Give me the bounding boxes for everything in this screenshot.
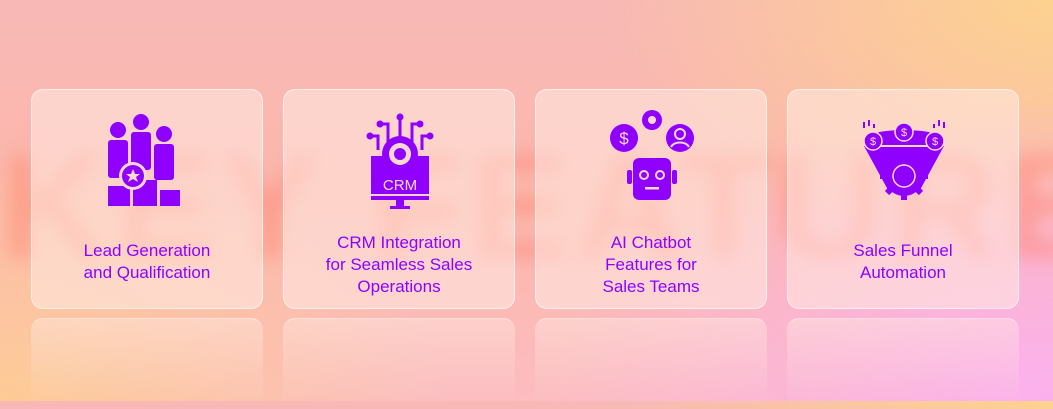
svg-text:$: $ [901, 127, 907, 139]
feature-card-ai-chatbot: $ AI Chatbot Features for Sales Teams [535, 89, 767, 309]
card-reflection [787, 318, 1019, 409]
feature-card-crm-integration: CRM CRM Integration for Seamless Sales O… [283, 89, 515, 309]
card-title-line: Sales Funnel [853, 241, 953, 260]
svg-text:$: $ [932, 136, 938, 148]
card-title-line: for Seamless Sales [325, 255, 473, 274]
card-reflection [31, 318, 263, 409]
card-title-line: AI Chatbot [610, 233, 692, 252]
crm-monitor-icon: CRM [366, 113, 434, 209]
card-reflection [283, 318, 515, 409]
svg-text:$: $ [870, 136, 876, 148]
card-title-line: Operations [357, 277, 441, 296]
card-title-line: Features for [605, 255, 697, 274]
card-title-line: Lead Generation [83, 241, 211, 260]
crm-icon-text: CRM [383, 177, 417, 194]
people-search-icon [108, 114, 180, 206]
feature-card-sales-funnel: $ $ $ Sales Funnel Automation [787, 89, 1019, 309]
sales-funnel-icon: $ $ $ [863, 120, 945, 200]
feature-card-lead-generation: Lead Generation and Qualification [31, 89, 263, 309]
card-title-line: and Qualification [83, 263, 211, 282]
card-title-line: Automation [860, 263, 946, 282]
card-title-line: CRM Integration [337, 233, 461, 252]
ai-chatbot-icon: $ [610, 110, 694, 200]
card-reflection [535, 318, 767, 409]
svg-text:$: $ [619, 129, 629, 148]
card-title-line: Sales Teams [602, 277, 700, 296]
